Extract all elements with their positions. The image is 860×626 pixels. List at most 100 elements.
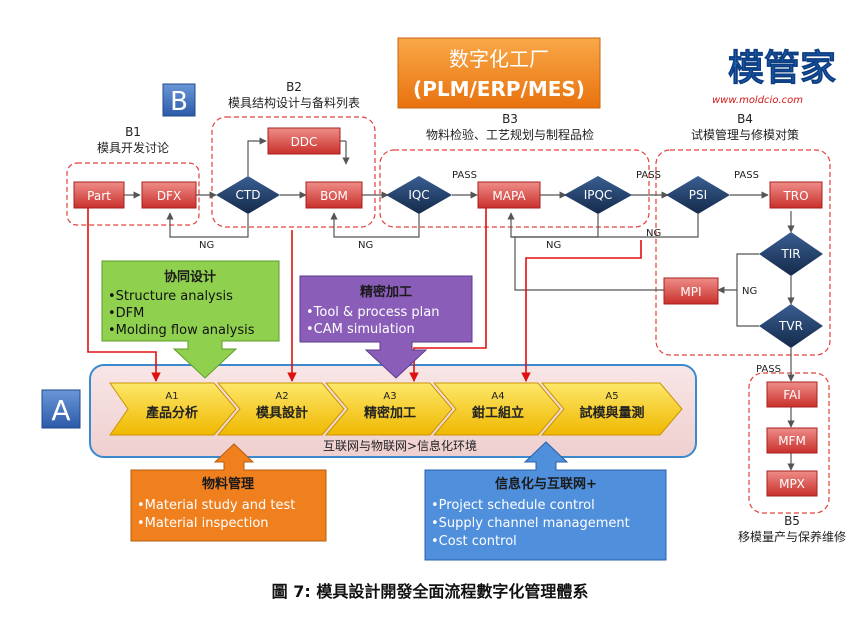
factory-title-line1: 数字化工厂 [449,47,549,71]
logo-text: 模管家 [728,48,836,89]
badge-a: A [41,389,81,429]
callout-collab-item-2: •DFM [108,306,144,321]
frame-b2 [211,116,376,228]
moldcio-logo: 模管家 www.moldcio.com [712,48,836,106]
stage-a3-label: 精密加工 [364,405,416,421]
callout-collab-title: 协同设计 [164,269,216,285]
callout-info-item-2: •Supply channel management [431,516,630,531]
badge-a-label: A [51,394,70,427]
node-mpx: MPX [766,470,818,497]
node-tvr: TVR [759,304,823,348]
node-psi-label: PSI [689,188,707,202]
node-iqc: IQC [386,176,452,214]
callout-collab-item-3: •Molding flow analysis [108,323,255,338]
frame-b3 [379,149,650,228]
node-ipqc: IPQC [564,176,632,214]
callout-info-title: 信息化与互联网+ [495,476,597,492]
ng-label-mapa: NG [546,240,561,251]
node-tir-label: TIR [780,247,800,261]
node-dfx-label: DFX [157,189,181,203]
section-b4-code: B4 [737,112,753,126]
stage-a4-label: 鉗工組立 [472,405,524,421]
section-b1-code: B1 [125,125,141,139]
stage-chevrons: A1 產品分析 A2 模具設計 A3 精密加工 A4 鉗工組立 A5 試模與量測 [109,382,683,436]
callout-precision-title: 精密加工 [360,284,412,300]
badge-b: B [162,83,196,117]
flow-arrows [124,137,795,471]
node-fai: FAI [766,381,818,408]
stage-a4: A4 鉗工組立 [432,382,561,436]
frame-b5 [748,372,830,514]
logo-url: www.moldcio.com [712,95,803,106]
stage-a5: A5 試模與量測 [540,382,683,436]
stage-a3-code: A3 [383,391,396,402]
section-frames [66,116,831,514]
node-part-label: Part [87,189,111,203]
callout-precision: 精密加工 •Tool & process plan •CAM simulatio… [299,275,473,379]
node-iqc-label: IQC [408,188,429,202]
node-part: Part [73,181,125,209]
callout-material: 物料管理 •Material study and test •Material … [130,443,327,542]
node-mpi: MPI [663,277,719,305]
factory-title-box: 数字化工厂 (PLM/ERP/MES) [397,37,601,109]
section-b2-title: 模具结构设计与备料列表 [228,95,360,110]
node-mfm: MFM [766,427,818,454]
callout-precision-item-2: •CAM simulation [306,322,415,337]
section-b5-code: B5 [784,514,800,528]
node-ddc-label: DDC [291,135,318,149]
callout-collab: 协同设计 •Structure analysis •DFM •Molding f… [101,260,280,379]
callout-info-item-3: •Cost control [431,534,517,549]
node-tir: TIR [759,232,823,276]
process-nodes: Part DFX DDC BOM MAPA TRO MPI FAI [73,127,823,497]
pass-label-mapa: PASS [452,170,477,181]
node-ctd-label: CTD [236,188,261,202]
section-b3-title: 物料检验、工艺规划与制程品检 [426,127,594,142]
callout-material-title: 物料管理 [202,476,254,492]
node-tro-label: TRO [782,189,808,203]
node-mfm-label: MFM [778,434,806,448]
stage-a5-label: 試模與量測 [579,405,644,421]
stage-a3: A3 精密加工 [324,382,453,436]
badge-b-label: B [170,87,188,117]
node-ctd: CTD [216,176,280,214]
section-b2-code: B2 [286,80,302,94]
node-dfx: DFX [141,181,197,209]
pass-label-psi: PASS [636,170,661,181]
stage-connectors [87,208,642,382]
stage-a2-label: 模具設計 [256,405,308,421]
callout-info-item-1: •Project schedule control [431,498,595,513]
node-tro: TRO [769,181,823,209]
node-mpi-label: MPI [680,285,701,299]
edge-labels: PASS PASS PASS PASS NG NG NG NG NG [199,170,781,375]
callout-info: 信息化与互联网+ •Project schedule control •Supp… [424,441,667,561]
callout-collab-item-1: •Structure analysis [108,289,233,304]
stage-a4-code: A4 [491,391,504,402]
stage-a2: A2 模具設計 [216,382,345,436]
stage-a5-code: A5 [605,391,618,402]
factory-title-line2: (PLM/ERP/MES) [413,77,585,101]
ng-label-mpi: NG [742,286,757,297]
decision-nodes: CTD IQC IPQC PSI TIR TVR [216,176,823,348]
node-tvr-label: TVR [778,319,803,333]
node-psi: PSI [666,176,730,214]
ng-label-psi: NG [646,228,661,239]
node-mapa-label: MAPA [492,189,526,203]
frame-b4 [655,149,831,356]
pass-label-tro: PASS [734,170,759,181]
node-bom-label: BOM [320,189,348,203]
section-b5-title: 移模量产与保养维修 [738,529,846,544]
figure-caption: 圖 7: 模具設計開發全面流程數字化管理體系 [272,582,589,601]
ng-label-ctd: NG [199,240,214,251]
stage-a1-code: A1 [165,391,178,402]
node-mapa: MAPA [477,181,541,209]
node-ipqc-label: IPQC [584,188,613,202]
node-bom: BOM [305,181,363,209]
environment-label: 互联网与物联网>信息化环境 [323,438,477,453]
pass-label-fai: PASS [756,364,781,375]
section-b3-code: B3 [502,112,518,126]
node-fai-label: FAI [783,388,801,402]
callout-material-item-1: •Material study and test [137,498,295,513]
stage-a1-label: 產品分析 [145,405,198,421]
node-ddc: DDC [267,127,341,155]
